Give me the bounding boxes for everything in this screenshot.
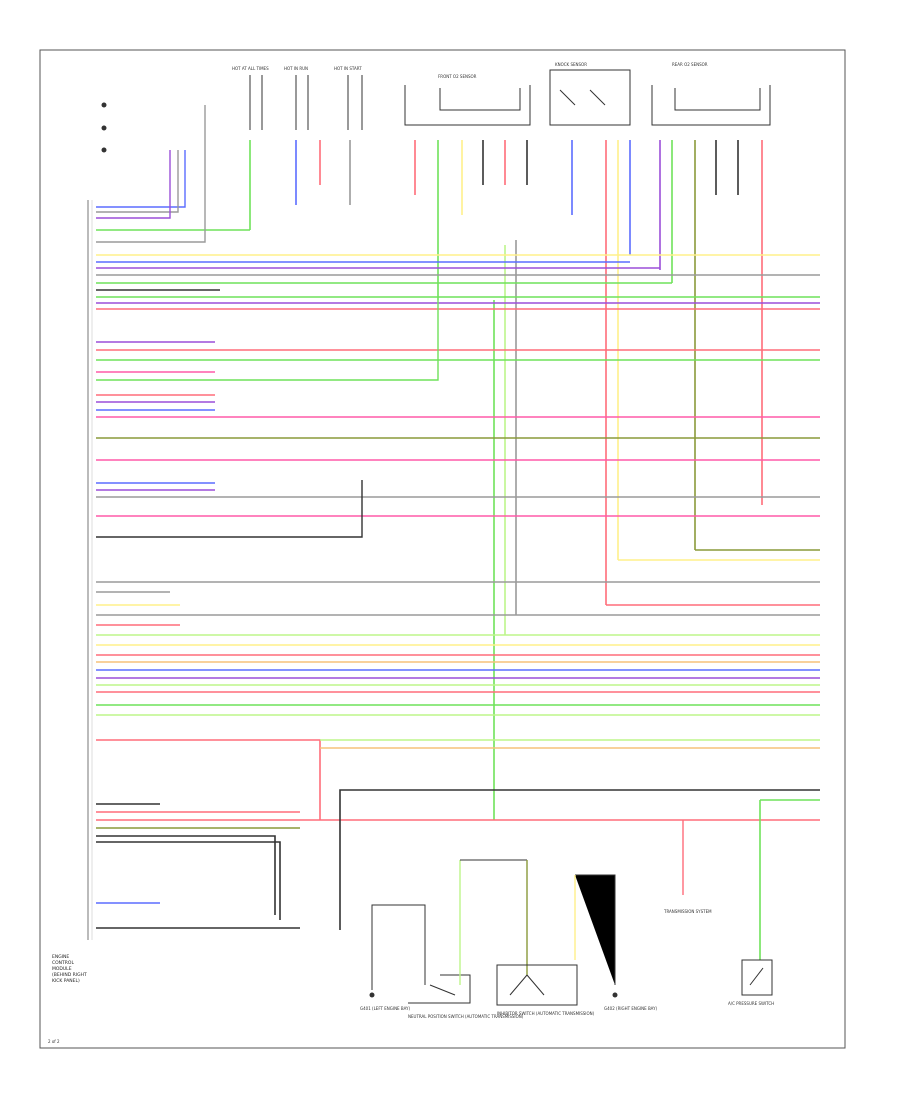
svg-text:HOT IN RUN: HOT IN RUN <box>284 66 308 71</box>
svg-text:TRANSMISSION SYSTEM: TRANSMISSION SYSTEM <box>663 909 712 914</box>
svg-text:REAR O2 SENSOR: REAR O2 SENSOR <box>672 62 708 67</box>
front-o2-sensor-box <box>404 85 531 126</box>
top-terminals <box>101 102 107 153</box>
svg-text:NEUTRAL POSITION SWITCH (AUTOM: NEUTRAL POSITION SWITCH (AUTOMATIC TRANS… <box>408 1014 524 1019</box>
svg-text:KICK PANEL): KICK PANEL) <box>52 978 80 984</box>
ecm-lower-bundle <box>96 581 820 960</box>
ecm-upper-pin-wires <box>96 105 820 310</box>
svg-text:CONTROL: CONTROL <box>52 960 74 966</box>
svg-text:G401 (LEFT ENGINE BAY): G401 (LEFT ENGINE BAY) <box>360 1006 410 1011</box>
svg-text:HOT IN START: HOT IN START <box>334 66 362 71</box>
top-fuse-group <box>249 75 363 130</box>
svg-text:A/C PRESSURE SWITCH: A/C PRESSURE SWITCH <box>728 1001 774 1006</box>
top-labels: HOT AT ALL TIMES HOT IN RUN HOT IN START… <box>232 62 708 79</box>
page-label: 2 of 2 <box>48 1039 60 1044</box>
knock-sensor-box <box>549 69 631 126</box>
svg-text:MODULE: MODULE <box>52 966 72 972</box>
svg-text:INHIBITOR SWITCH (AUTOMATIC TR: INHIBITOR SWITCH (AUTOMATIC TRANSMISSION… <box>497 1011 595 1016</box>
svg-text:HOT AT ALL TIMES: HOT AT ALL TIMES <box>232 66 269 71</box>
bottom-components <box>369 820 773 1006</box>
rear-o2-sensor-box <box>651 85 771 126</box>
svg-text:ENGINE: ENGINE <box>52 954 69 960</box>
svg-text:(BEHIND RIGHT: (BEHIND RIGHT <box>52 972 87 978</box>
ecm-label: ENGINE CONTROL MODULE (BEHIND RIGHT KICK… <box>52 954 87 984</box>
svg-text:KNOCK SENSOR: KNOCK SENSOR <box>555 62 587 67</box>
bottom-labels: G401 (LEFT ENGINE BAY) NEUTRAL POSITION … <box>360 909 774 1019</box>
svg-text:G402 (RIGHT ENGINE BAY): G402 (RIGHT ENGINE BAY) <box>604 1006 658 1011</box>
svg-text:FRONT O2 SENSOR: FRONT O2 SENSOR <box>438 74 477 79</box>
top-vertical-wires <box>249 140 763 820</box>
ecm-middle-wires <box>96 300 820 561</box>
diagram-frame <box>39 49 846 1049</box>
